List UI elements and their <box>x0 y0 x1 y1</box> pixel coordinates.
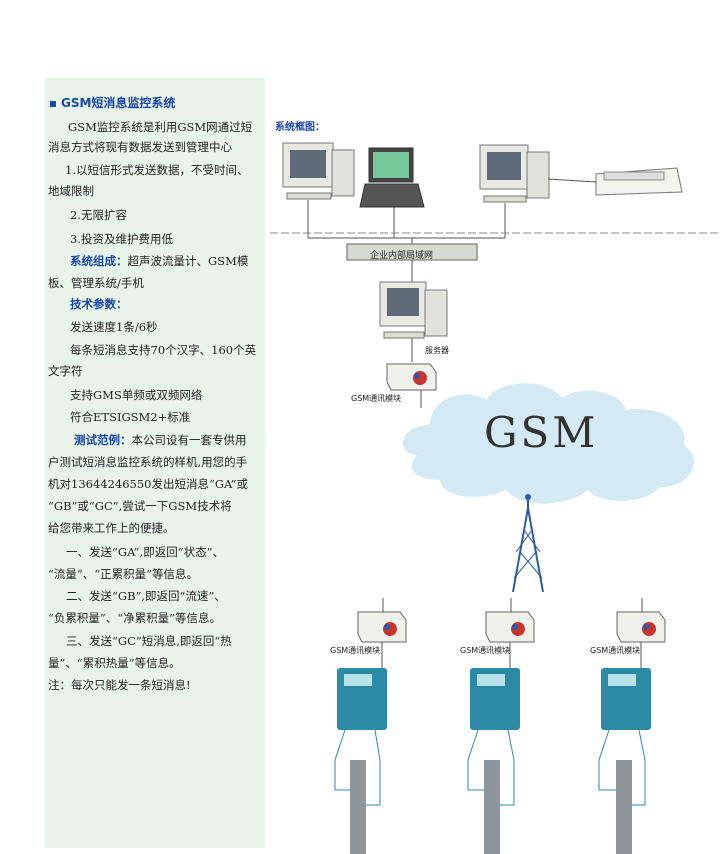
server-module-label: GSM通讯模块 <box>351 394 402 403</box>
server-computer <box>379 281 448 339</box>
pipe-2 <box>467 729 515 854</box>
printer <box>595 167 683 196</box>
lan-label: 企业内部局域网 <box>370 251 434 261</box>
gsm-module-2 <box>485 598 535 643</box>
module-label-2: GSM通讯模块 <box>460 646 511 655</box>
pipe-3 <box>598 729 646 854</box>
square-bullet-icon <box>50 100 56 107</box>
example-1: 一、发送“GA”,即返回“状态”、 <box>66 545 224 559</box>
tech-line-5: 符合ETSIGSM2+标准 <box>70 410 191 424</box>
test-line-1: 测试范例：本公司设有一套专供用 <box>74 433 247 447</box>
module-label-3: GSM通讯模块 <box>590 646 641 655</box>
diagram-title: 系统框图： <box>275 122 325 133</box>
server-label: 服务器 <box>425 346 449 355</box>
test-line-2: 户测试短消息监控系统的样机,用您的手 <box>48 455 248 469</box>
pipe-1 <box>334 729 381 854</box>
note: 注：每次只能发一条短消息! <box>48 678 191 692</box>
example-2: 二、发送“GB”,即返回“流速”、 <box>66 589 226 603</box>
gsm-module-server <box>386 363 437 408</box>
composition-label: 系统组成： <box>70 254 128 268</box>
tech-line-4: 支持GMS单频或双频网络 <box>70 388 203 402</box>
text-panel <box>45 78 265 848</box>
workstation-left <box>282 142 355 200</box>
example-3: 三、发送“GC”短消息,即返回“热 <box>66 634 232 648</box>
feature-2: 2.无限扩容 <box>70 208 127 222</box>
feature-1-cont: 地域限制 <box>48 184 94 198</box>
gsm-cloud <box>402 383 694 504</box>
composition-line: 系统组成：超声波流量计、GSM模 <box>70 254 248 268</box>
test-label: 测试范例： <box>74 433 132 447</box>
tech-line-2: 每条短消息支持70个汉字、160个英 <box>70 343 257 357</box>
example-2-cont: “负累积量”、“净累积量”等信息。 <box>48 611 222 625</box>
module-label-1: GSM通讯模块 <box>330 646 381 655</box>
laptop <box>359 147 425 208</box>
example-3-cont: 量”、“累积热量”等信息。 <box>48 656 181 670</box>
flowmeter-3 <box>601 642 651 730</box>
tech-line-3: 文字符 <box>48 364 83 378</box>
intro-line-1: GSM监控系统是利用GSM网通过短 <box>68 120 253 134</box>
test-line-4: “GB”或“GC”,尝试一下GSM技术将 <box>48 499 232 513</box>
section-title: GSM短消息监控系统 <box>50 96 175 110</box>
workstation-right <box>479 144 550 203</box>
composition-line-2: 板、管理系统/手机 <box>48 276 144 290</box>
test-line-3: 机对13644246550发出短消息“GA”或 <box>48 477 249 491</box>
tech-label: 技术参数： <box>70 297 128 311</box>
feature-1: 1.以短信形式发送数据，不受时间、 <box>65 163 249 177</box>
gsm-module-1 <box>357 598 407 643</box>
test-line-5: 给您带来工作上的便捷。 <box>48 521 175 535</box>
gsm-module-3 <box>616 598 666 643</box>
example-1-cont: “流量”、“正累积量”等信息。 <box>48 567 199 581</box>
tech-line-1: 发送速度1条/6秒 <box>70 320 158 334</box>
flowmeter-1 <box>337 642 387 730</box>
feature-3: 3.投资及维护费用低 <box>70 232 173 246</box>
intro-line-2: 消息方式将现有数据发送到管理中心 <box>48 140 232 154</box>
gsm-label: GSM <box>484 408 599 457</box>
radio-tower-icon <box>512 494 544 593</box>
composition-text: 超声波流量计、GSM模 <box>127 254 249 268</box>
flowmeter-2 <box>470 642 520 730</box>
